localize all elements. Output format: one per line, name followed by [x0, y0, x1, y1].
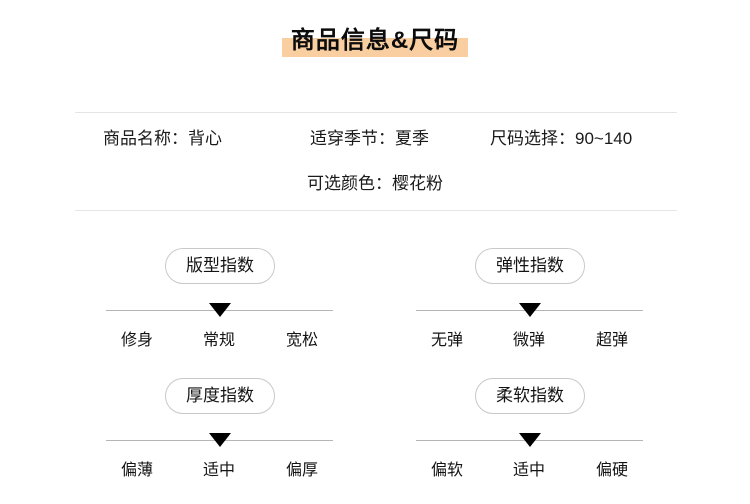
thickness-option: 偏厚 — [285, 462, 318, 479]
product-name-value: 背心 — [188, 129, 222, 148]
thickness-option-selected: 适中 — [202, 462, 235, 479]
softness-option: 偏硬 — [595, 462, 628, 479]
product-name-label: 商品名称： — [103, 129, 188, 148]
fit-option: 宽松 — [285, 332, 318, 349]
info-item-product-name: 商品名称：背心 — [103, 128, 222, 150]
section-elasticity-index: 弹性指数 无弹 微弹 超弹 — [400, 246, 660, 368]
thickness-index-badge: 厚度指数 — [165, 378, 275, 414]
elasticity-option: 无弹 — [430, 332, 463, 349]
elasticity-option-selected: 微弹 — [512, 332, 545, 349]
thickness-index-scale: 偏薄 适中 偏厚 — [106, 433, 333, 493]
info-item-size-range: 尺码选择：90~140 — [490, 128, 632, 150]
fit-marker-triangle-icon — [208, 303, 231, 317]
size-range-label: 尺码选择： — [490, 129, 575, 148]
elasticity-index-badge: 弹性指数 — [475, 248, 585, 284]
thickness-marker-triangle-icon — [208, 433, 231, 447]
softness-option: 偏软 — [430, 462, 463, 479]
softness-index-badge: 柔软指数 — [475, 378, 585, 414]
fit-option: 修身 — [120, 332, 153, 349]
elasticity-option: 超弹 — [595, 332, 628, 349]
title-section: 商品信息&尺码 — [0, 25, 750, 57]
info-item-color: 可选颜色：樱花粉 — [0, 173, 750, 195]
section-thickness-index: 厚度指数 偏薄 适中 偏厚 — [90, 376, 350, 498]
section-softness-index: 柔软指数 偏软 适中 偏硬 — [400, 376, 660, 498]
thickness-option: 偏薄 — [120, 462, 153, 479]
softness-marker-triangle-icon — [518, 433, 541, 447]
fit-option-selected: 常规 — [202, 332, 235, 349]
elasticity-marker-triangle-icon — [518, 303, 541, 317]
title-inner: 商品信息&尺码 — [281, 25, 469, 57]
color-value: 樱花粉 — [392, 174, 443, 193]
title-highlight-bar — [281, 38, 469, 57]
season-value: 夏季 — [395, 129, 429, 148]
fit-index-badge: 版型指数 — [165, 248, 275, 284]
softness-option-selected: 适中 — [512, 462, 545, 479]
fit-index-scale: 修身 常规 宽松 — [106, 303, 333, 363]
season-label: 适穿季节： — [310, 129, 395, 148]
size-range-value: 90~140 — [575, 129, 633, 148]
divider-bottom — [75, 210, 677, 211]
section-fit-index: 版型指数 修身 常规 宽松 — [90, 246, 350, 368]
page-title: 商品信息&尺码 — [290, 27, 460, 54]
color-label: 可选颜色： — [307, 174, 392, 193]
info-item-season: 适穿季节：夏季 — [310, 128, 429, 150]
divider-top — [75, 112, 677, 113]
softness-index-scale: 偏软 适中 偏硬 — [416, 433, 643, 493]
elasticity-index-scale: 无弹 微弹 超弹 — [416, 303, 643, 363]
